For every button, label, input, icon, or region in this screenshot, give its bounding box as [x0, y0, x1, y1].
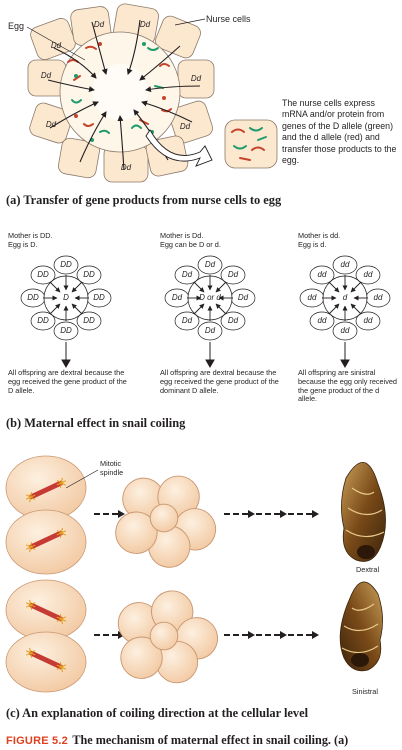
case-hetero-header: Mother is Dd.	[160, 231, 204, 240]
case-hetero-nurse: Dd	[171, 293, 183, 302]
case-rec-nurse: dd	[340, 260, 350, 269]
figure-title: FIGURE 5.2 The mechanism of maternal eff…	[6, 731, 348, 749]
case-dd-nurse: DD	[83, 270, 95, 279]
case-dd-nurse: DD	[83, 316, 95, 325]
case-rec-egg: d	[342, 293, 348, 302]
case-rec-nurse: dd	[317, 270, 327, 279]
case-rec-nurse: dd	[363, 270, 373, 279]
case-hetero-nurse: Dd	[181, 316, 193, 325]
nurse-cell-label: Dd	[190, 74, 202, 83]
case-hetero-nurse: Dd	[181, 270, 193, 279]
case-rec-nurse: dd	[317, 316, 327, 325]
sinistral-shell	[339, 581, 383, 672]
dextral-shell	[341, 462, 386, 562]
case-rec-nurse: dd	[373, 293, 383, 302]
case-dd-nurse: DD	[27, 293, 39, 302]
case-rec-nurse: dd	[363, 316, 373, 325]
case-hetero-header: Egg can be D or d.	[160, 240, 221, 249]
case-dd-nurse: DD	[60, 326, 72, 335]
case-dd-egg: D	[63, 293, 69, 302]
panel-a-description: The nurse cells express mRNA and/or prot…	[282, 98, 397, 166]
figure-number: FIGURE 5.2	[6, 735, 68, 747]
panel-a-caption: (a) Transfer of gene products from nurse…	[6, 193, 282, 207]
nurse-cell-label: Dd	[45, 120, 57, 129]
case-dd-nurse: DD	[93, 293, 105, 302]
nurse-cell-label: Dd	[93, 20, 105, 29]
panel-b-diagram	[0, 250, 402, 369]
case-rec-header: Egg is d.	[298, 240, 327, 249]
case-rec-result: All offspring are sinistral because the …	[298, 368, 397, 404]
mitotic-spindle-label: Mitotic spindle	[100, 459, 124, 477]
nurse-cell-label: Dd	[179, 122, 191, 131]
nurse-cell-label: Dd	[50, 41, 62, 50]
case-hetero-egg: D or d	[199, 293, 221, 302]
nurse-cell-inset	[145, 119, 278, 169]
figure-title-text: The mechanism of maternal effect in snai…	[72, 733, 349, 747]
case-hetero-nurse: Dd	[204, 326, 216, 335]
panel-c-diagram	[5, 455, 386, 693]
case-hetero-nurse: Dd	[227, 270, 239, 279]
nurse-cell-label: Dd	[120, 163, 132, 172]
case-rec-nurse: dd	[340, 326, 350, 335]
case-dd-nurse: DD	[37, 270, 49, 279]
dextral-label: Dextral	[356, 565, 380, 574]
case-hetero-nurse: Dd	[227, 316, 239, 325]
case-dd-header: Egg is D.	[8, 240, 38, 249]
case-hetero-result: All offspring are dextral because the eg…	[160, 368, 279, 395]
case-dd-header: Mother is DD.	[8, 231, 53, 240]
case-hetero-nurse: Dd	[204, 260, 216, 269]
panel-b-caption: (b) Maternal effect in snail coiling	[6, 416, 186, 430]
case-rec-nurse: dd	[307, 293, 317, 302]
sinistral-label: Sinistral	[352, 687, 378, 696]
case-hetero-nurse: Dd	[237, 293, 249, 302]
nurse-cells-label: Nurse cells	[206, 14, 251, 24]
panel-c-caption: (c) An explanation of coiling direction …	[6, 706, 309, 720]
egg-label: Egg	[8, 21, 25, 31]
panel-a-diagram	[26, 3, 278, 183]
case-dd-nurse: DD	[60, 260, 72, 269]
case-dd-nurse: DD	[37, 316, 49, 325]
nurse-cell-label: Dd	[40, 71, 52, 80]
case-rec-header: Mother is dd.	[298, 231, 341, 240]
case-dd-result: All offspring are dextral because the eg…	[8, 368, 127, 395]
nurse-cell-label: Dd	[139, 20, 151, 29]
